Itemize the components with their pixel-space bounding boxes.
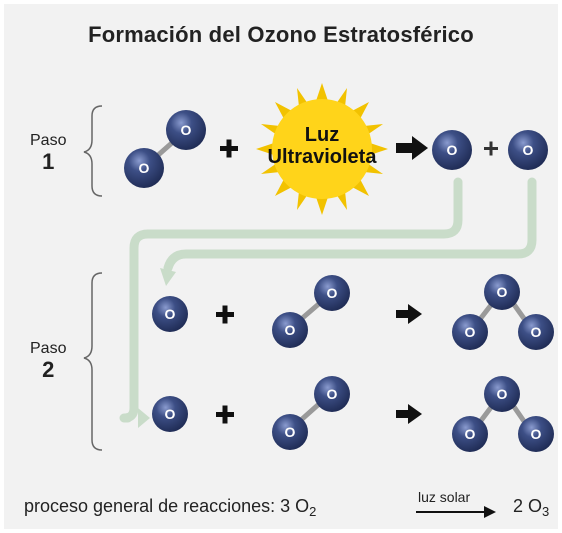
atom-step2-row2-o3-top: O (484, 376, 520, 412)
atom-step2-row1-o2-b: O (314, 275, 350, 311)
overall-reaction: proceso general de reacciones: 3 O2 (24, 496, 316, 519)
overall-product: 2 O3 (513, 496, 549, 519)
step-2-label: Paso 2 (30, 340, 66, 382)
atom-step1-product-a: O (432, 130, 472, 170)
sun-label-line2: Ultravioleta (267, 146, 377, 168)
atom-step2-row2-o2-a: O (272, 414, 308, 450)
atom-step2-row1-o2-a: O (272, 312, 308, 348)
atom-step2-row1-o3-left: O (452, 314, 488, 350)
atom-letter: O (139, 160, 150, 176)
sun-icon (256, 83, 388, 215)
atom-letter: O (285, 424, 296, 440)
atom-step2-row2-o3-left: O (452, 416, 488, 452)
product-subscript: 3 (542, 504, 550, 519)
atom-step2-row2-o3-right: O (518, 416, 554, 452)
footer-arrow (416, 506, 496, 518)
reactant-subscript: 2 (309, 504, 317, 519)
sun-label-line1: Luz (304, 124, 340, 146)
atom-letter: O (165, 306, 176, 322)
atom-step2-row2-o: O (152, 396, 188, 432)
diagram-title: Formación del Ozono Estratosférico (88, 22, 474, 47)
overall-reaction-text: proceso general de reacciones: 3 O (24, 496, 310, 516)
flow-arrowhead-row1 (160, 268, 176, 286)
atom-letter: O (447, 142, 458, 158)
atom-letter: O (327, 285, 338, 301)
step-1-brace (83, 105, 103, 197)
step-2-number: 2 (42, 357, 55, 382)
flow-arrows (119, 177, 537, 423)
atom-step1-product-b: O (508, 130, 548, 170)
arrow-label: luz solar (418, 489, 471, 505)
atom-step1-o2-b: O (166, 110, 206, 150)
atom-letter: O (165, 406, 176, 422)
atom-letter: O (531, 324, 542, 340)
flow-arrow-to-step2-row2 (163, 177, 537, 273)
atom-letter: O (285, 322, 296, 338)
atom-letter: O (327, 386, 338, 402)
reaction-arrow-step1 (396, 136, 428, 160)
atom-step2-row1-o3-right: O (518, 314, 554, 350)
step-2-brace (83, 272, 103, 451)
atom-step1-o2-a: O (124, 148, 164, 188)
atom-letter: O (465, 426, 476, 442)
flow-arrowhead-row2 (138, 408, 150, 428)
sun-label: Luz Ultravioleta (262, 124, 382, 168)
atom-letter: O (465, 324, 476, 340)
flow-arrow-to-step2-row1 (129, 177, 463, 265)
flow-arrow-left-down (119, 255, 139, 423)
step-1-label: Paso 1 (30, 132, 66, 174)
atom-step2-row1-o: O (152, 296, 188, 332)
step-1-word: Paso (30, 132, 67, 149)
plus-small (484, 141, 498, 156)
atom-step2-row1-o3-top: O (484, 274, 520, 310)
atoms: O O O O O O O O O O O O O O O O (124, 110, 554, 452)
plus-signs (216, 139, 238, 424)
atom-letter: O (523, 142, 534, 158)
atom-letter: O (497, 284, 508, 300)
reaction-arrows-step2 (396, 304, 422, 424)
atom-step2-row2-o2-b: O (314, 376, 350, 412)
step-2-word: Paso (30, 340, 67, 357)
product-text: 2 O (513, 496, 543, 516)
atom-letter: O (181, 122, 192, 138)
step-1-number: 1 (42, 149, 55, 174)
atom-letter: O (497, 386, 508, 402)
atom-letter: O (531, 426, 542, 442)
